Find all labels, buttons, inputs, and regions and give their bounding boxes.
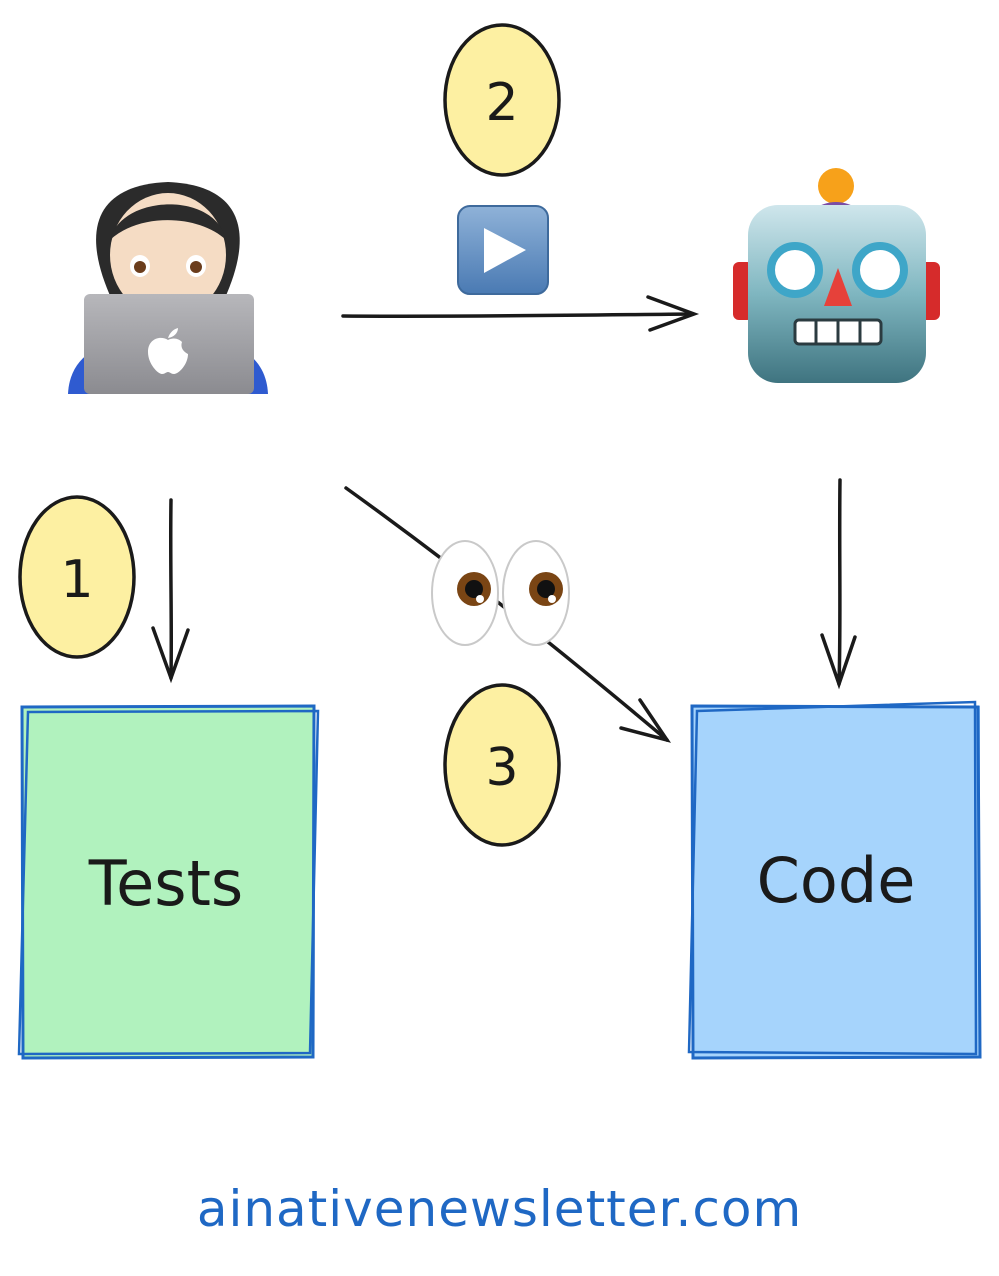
code-label: Code: [757, 844, 916, 917]
step-badge-2: 2: [443, 23, 561, 177]
tests-label: Tests: [88, 847, 243, 920]
arrow-developer-to-tests: [151, 498, 190, 684]
step-badge-1: 1: [18, 495, 136, 659]
step-number-1: 1: [60, 550, 93, 610]
arrow-developer-to-robot: [341, 295, 700, 332]
code-box: Code: [687, 700, 982, 1060]
footer-url[interactable]: ainativenewsletter.com: [196, 1180, 803, 1238]
robot-icon: [733, 168, 940, 383]
tests-box: Tests: [17, 704, 320, 1060]
play-button-icon: [457, 205, 549, 295]
step-number-3: 3: [485, 738, 518, 798]
developer-laptop-icon: [68, 182, 268, 394]
arrow-robot-to-code: [820, 478, 857, 690]
step-badge-3: 3: [443, 683, 561, 847]
step-number-2: 2: [485, 73, 518, 133]
eyes-icon: [431, 540, 570, 646]
